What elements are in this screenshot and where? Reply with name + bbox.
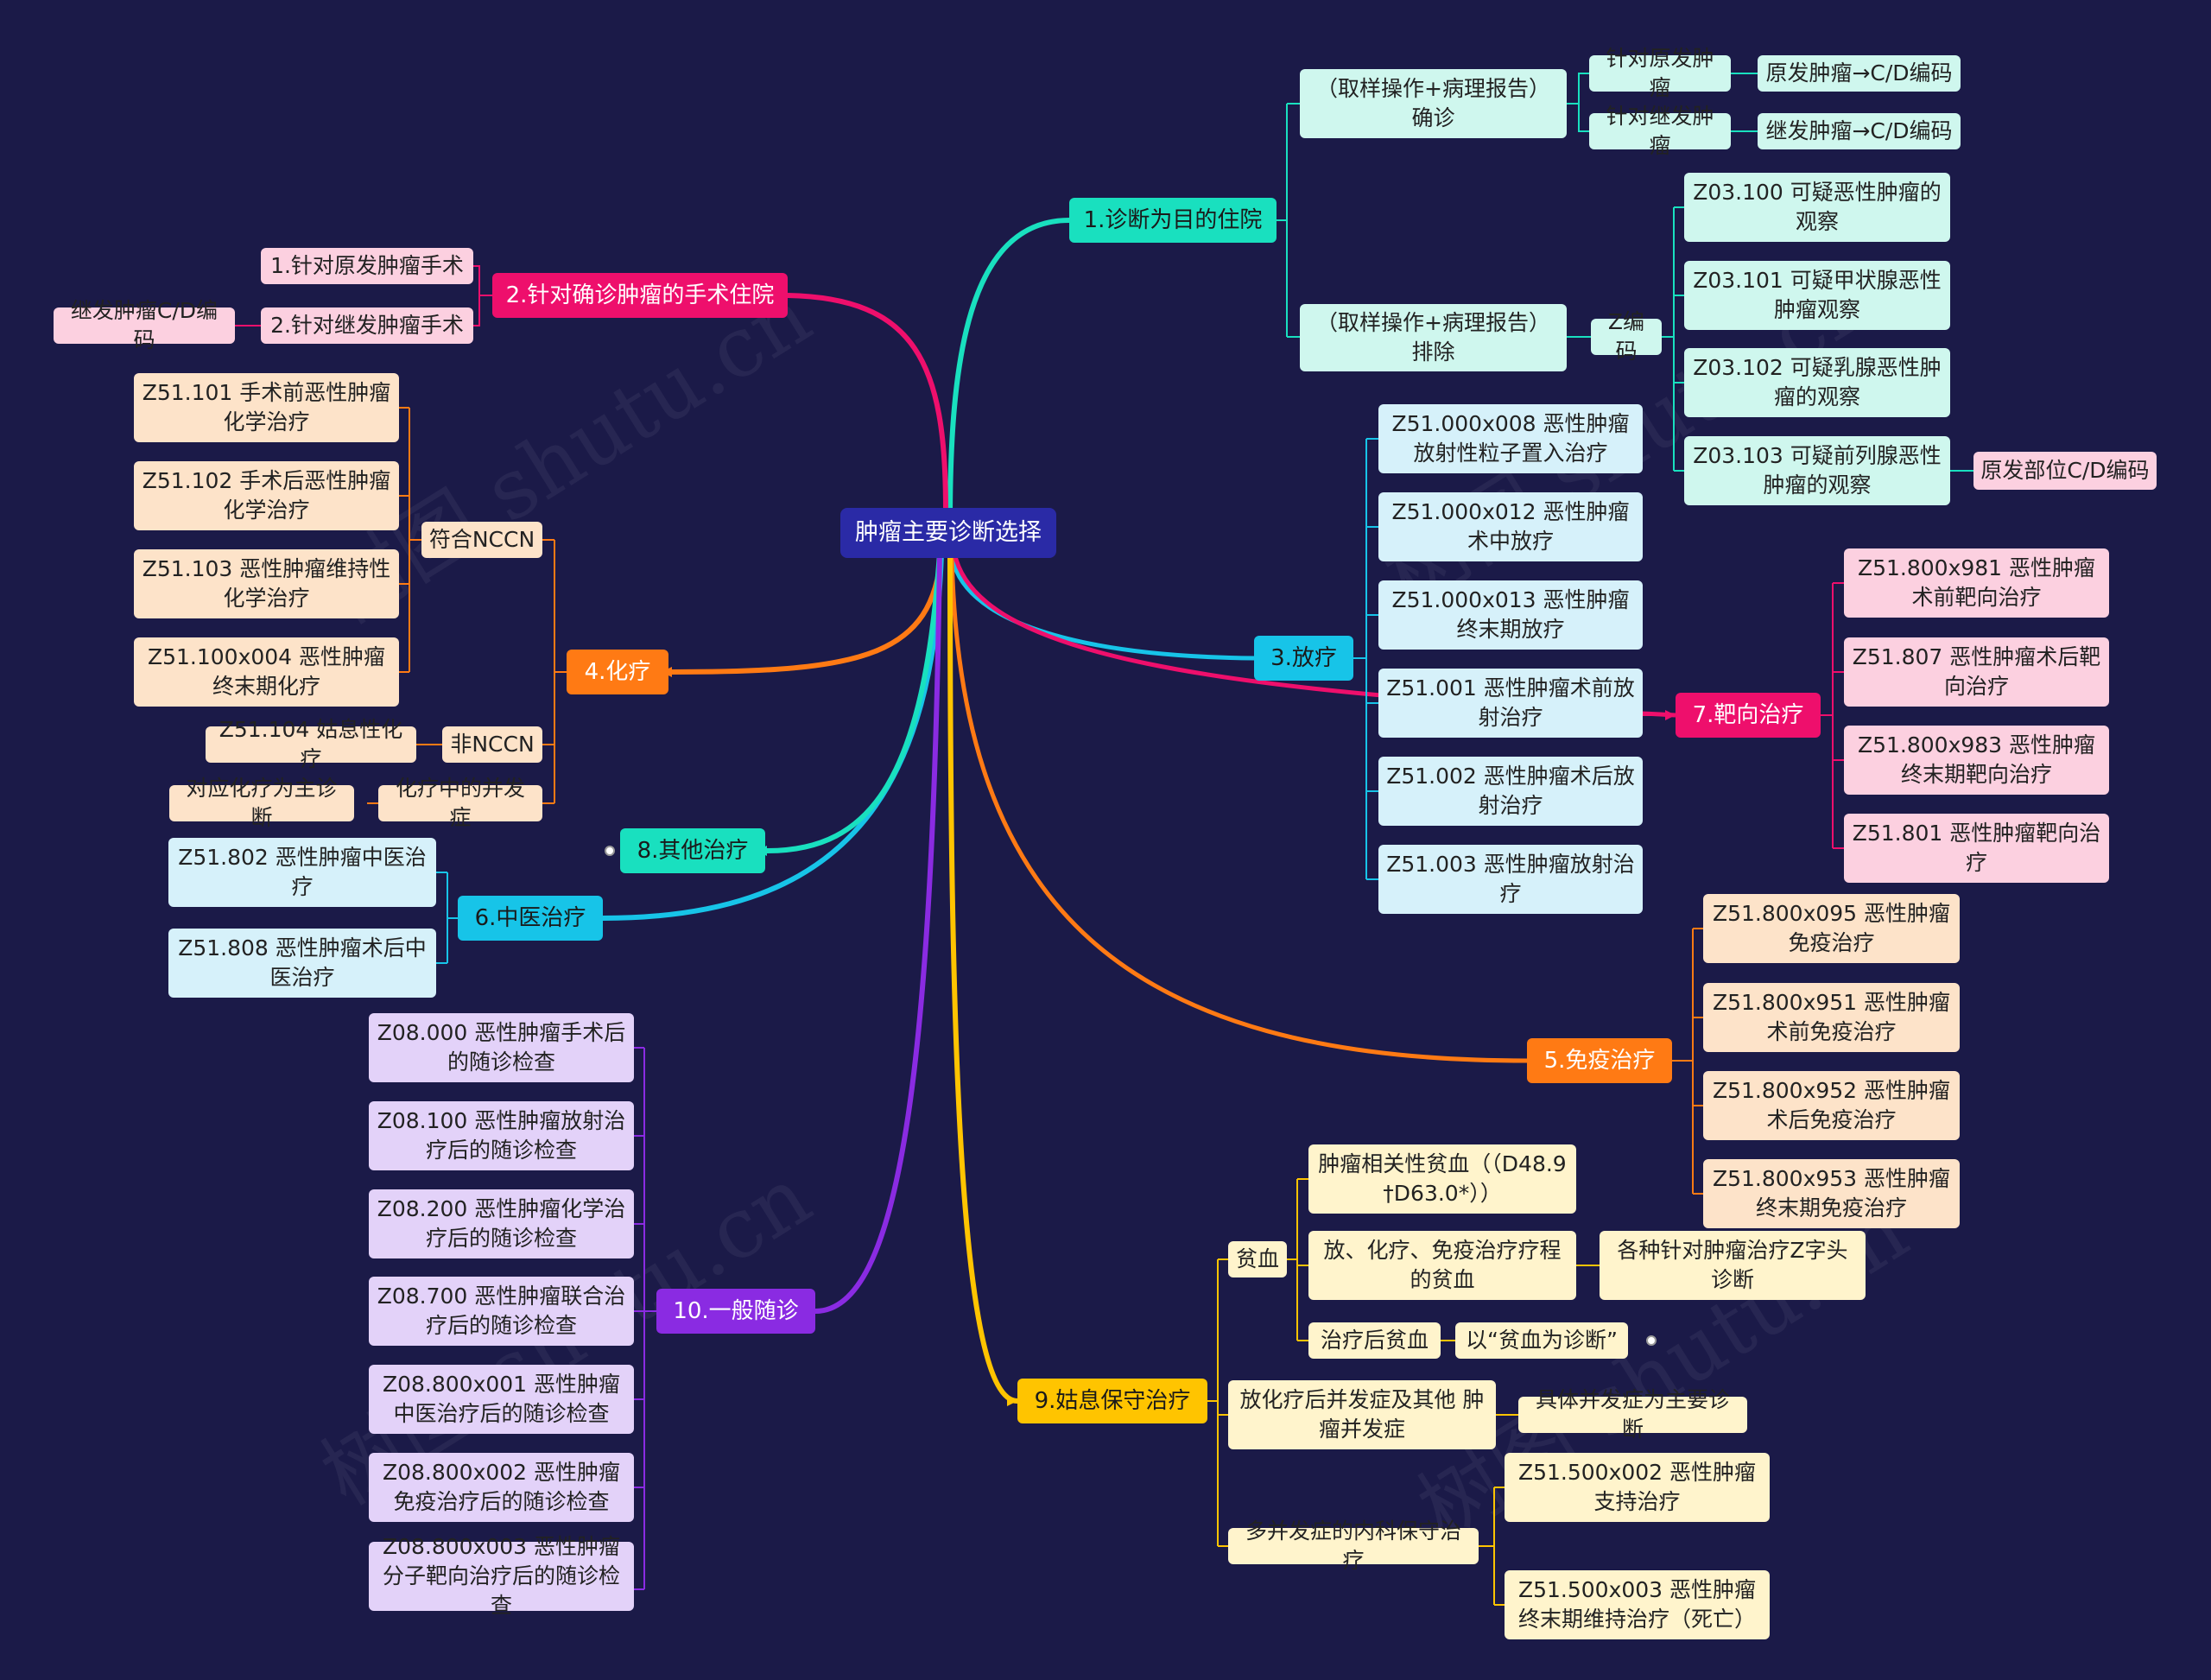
node-conservative-treatment[interactable]: 多并发症的内科保守治疗: [1228, 1518, 1479, 1573]
node-secondary-tumor[interactable]: 针对继发肿瘤: [1589, 104, 1731, 158]
node-z-prefix-diagnosis[interactable]: 各种针对肿瘤治疗Z字头诊断: [1600, 1231, 1866, 1300]
node-primary-surgery[interactable]: 1.针对原发肿瘤手术: [261, 248, 473, 284]
node-primary-tumor[interactable]: 针对原发肿瘤: [1589, 46, 1731, 100]
node-z51-002[interactable]: Z51.002 恶性肿瘤术后放射治疗: [1378, 757, 1643, 826]
node-post-treatment-anemia[interactable]: 治疗后贫血: [1308, 1322, 1441, 1359]
node-secondary-surgery[interactable]: 2.针对继发肿瘤手术: [261, 307, 473, 344]
node-z08-800x001[interactable]: Z08.800x001 恶性肿瘤中医治疗后的随诊检查: [369, 1365, 634, 1434]
node-secondary-code[interactable]: 继发肿瘤→C/D编码: [1758, 113, 1961, 149]
node-z03-100[interactable]: Z03.100 可疑恶性肿瘤的观察: [1684, 173, 1950, 242]
node-z51-100x004[interactable]: Z51.100x004 恶性肿瘤终末期化疗: [134, 637, 399, 707]
node-primary-code[interactable]: 原发肿瘤→C/D编码: [1758, 55, 1961, 92]
node-z08-700[interactable]: Z08.700 恶性肿瘤联合治疗后的随诊检查: [369, 1277, 634, 1346]
node-anemia[interactable]: 贫血: [1228, 1241, 1287, 1277]
node-z51-808[interactable]: Z51.808 恶性肿瘤术后中医治疗: [168, 929, 436, 998]
node-z03-102[interactable]: Z03.102 可疑乳腺恶性肿瘤的观察: [1684, 348, 1950, 417]
link-root-b1: [947, 218, 1070, 523]
node-z51-003[interactable]: Z51.003 恶性肿瘤放射治疗: [1378, 845, 1643, 914]
link-root-b10: [814, 552, 942, 1314]
node-primary-site-code[interactable]: 原发部位C/D编码: [1973, 452, 2157, 490]
node-specific-complication[interactable]: 具体并发症为主要诊断: [1518, 1387, 1747, 1442]
node-z08-200[interactable]: Z08.200 恶性肿瘤化学治疗后的随诊检查: [369, 1189, 634, 1258]
node-z51-000x012[interactable]: Z51.000x012 恶性肿瘤术中放疗: [1378, 492, 1643, 561]
arrowhead: [1007, 1396, 1017, 1406]
node-chemo-main-diagnosis[interactable]: 对应化疗为主诊断: [169, 776, 354, 830]
node-z51-104[interactable]: Z51.104 姑息性化疗: [206, 717, 416, 771]
node-chemo-complications[interactable]: 放化疗后并发症及其他 肿瘤并发症: [1228, 1380, 1496, 1449]
node-confirm[interactable]: （取样操作+病理报告）确诊: [1300, 69, 1567, 138]
node-z08-800x003[interactable]: Z08.800x003 恶性肿瘤分子靶向治疗后的随诊检查: [369, 1534, 634, 1618]
link-root-b8: [766, 552, 942, 853]
branch-surgery-admission[interactable]: 2.针对确诊肿瘤的手术住院: [492, 273, 788, 318]
branch-targeted-therapy[interactable]: 7.靶向治疗: [1676, 693, 1821, 738]
link-root-b9: [947, 552, 1018, 1404]
link-root-b4: [671, 552, 944, 675]
branch-other-treatment[interactable]: 8.其他治疗: [620, 828, 765, 873]
link-root-b3: [949, 552, 1255, 661]
node-treatment-course-anemia[interactable]: 放、化疗、免疫治疗疗程的贫血: [1308, 1231, 1576, 1300]
link-root-b2: [787, 293, 948, 510]
node-z51-800x095[interactable]: Z51.800x095 恶性肿瘤免疫治疗: [1703, 894, 1960, 963]
node-z51-801[interactable]: Z51.801 恶性肿瘤靶向治疗: [1844, 814, 2109, 883]
link-root-b5: [949, 552, 1528, 1063]
node-z08-000[interactable]: Z08.000 恶性肿瘤手术后的随诊检查: [369, 1013, 634, 1082]
node-anemia-as-diagnosis[interactable]: 以“贫血为诊断”: [1455, 1322, 1628, 1359]
node-z51-500x003[interactable]: Z51.500x003 恶性肿瘤终末期维持治疗（死亡）: [1505, 1570, 1770, 1639]
root-node[interactable]: 肿瘤主要诊断选择: [840, 508, 1056, 558]
collapse-toggle-icon[interactable]: [1646, 1335, 1657, 1346]
branch-radiotherapy[interactable]: 3.放疗: [1254, 636, 1353, 681]
node-z51-800x983[interactable]: Z51.800x983 恶性肿瘤终末期靶向治疗: [1844, 726, 2109, 795]
node-z-code[interactable]: Z编码: [1591, 309, 1662, 364]
branch-palliative-care[interactable]: 9.姑息保守治疗: [1017, 1379, 1207, 1423]
node-chemo-complication[interactable]: 化疗中的并发症: [378, 776, 542, 830]
branch-chemotherapy[interactable]: 4.化疗: [567, 650, 668, 694]
node-z51-000x013[interactable]: Z51.000x013 恶性肿瘤终末期放疗: [1378, 580, 1643, 650]
node-z51-807[interactable]: Z51.807 恶性肿瘤术后靶向治疗: [1844, 637, 2109, 707]
node-z03-103[interactable]: Z03.103 可疑前列腺恶性肿瘤的观察: [1684, 436, 1950, 505]
node-z51-000x008[interactable]: Z51.000x008 恶性肿瘤放射性粒子置入治疗: [1378, 404, 1643, 473]
node-exclude[interactable]: （取样操作+病理报告）排除: [1300, 304, 1567, 371]
branch-immunotherapy[interactable]: 5.免疫治疗: [1527, 1038, 1672, 1083]
node-z51-800x952[interactable]: Z51.800x952 恶性肿瘤术后免疫治疗: [1703, 1071, 1960, 1140]
node-z51-001[interactable]: Z51.001 恶性肿瘤术前放射治疗: [1378, 669, 1643, 738]
collapse-toggle-icon[interactable]: [605, 846, 615, 856]
node-z51-800x981[interactable]: Z51.800x981 恶性肿瘤术前靶向治疗: [1844, 548, 2109, 618]
node-secondary-code-note[interactable]: 继发肿瘤C/D编码: [54, 298, 235, 352]
node-z51-800x951[interactable]: Z51.800x951 恶性肿瘤术前免疫治疗: [1703, 983, 1960, 1052]
node-tumor-related-anemia[interactable]: 肿瘤相关性贫血（（D48.9†D63.0*））: [1308, 1144, 1576, 1214]
node-z51-101[interactable]: Z51.101 手术前恶性肿瘤化学治疗: [134, 373, 399, 442]
node-z51-800x953[interactable]: Z51.800x953 恶性肿瘤终末期免疫治疗: [1703, 1159, 1960, 1228]
node-z51-103[interactable]: Z51.103 恶性肿瘤维持性化学治疗: [134, 549, 399, 618]
node-nccn[interactable]: 符合NCCN: [421, 522, 542, 558]
branch-tcm-treatment[interactable]: 6.中医治疗: [458, 896, 603, 941]
node-z51-802[interactable]: Z51.802 恶性肿瘤中医治疗: [168, 838, 436, 907]
node-non-nccn[interactable]: 非NCCN: [442, 726, 542, 763]
branch-general-followup[interactable]: 10.一般随诊: [656, 1289, 815, 1334]
link-root-b6: [602, 552, 944, 921]
node-z51-500x002[interactable]: Z51.500x002 恶性肿瘤支持治疗: [1505, 1453, 1770, 1522]
node-z51-102[interactable]: Z51.102 手术后恶性肿瘤化学治疗: [134, 461, 399, 530]
branch-diagnosis-admission[interactable]: 1.诊断为目的住院: [1069, 198, 1277, 243]
node-z08-100[interactable]: Z08.100 恶性肿瘤放射治疗后的随诊检查: [369, 1101, 634, 1170]
node-z03-101[interactable]: Z03.101 可疑甲状腺恶性肿瘤观察: [1684, 261, 1950, 330]
node-z08-800x002[interactable]: Z08.800x002 恶性肿瘤免疫治疗后的随诊检查: [369, 1453, 634, 1522]
